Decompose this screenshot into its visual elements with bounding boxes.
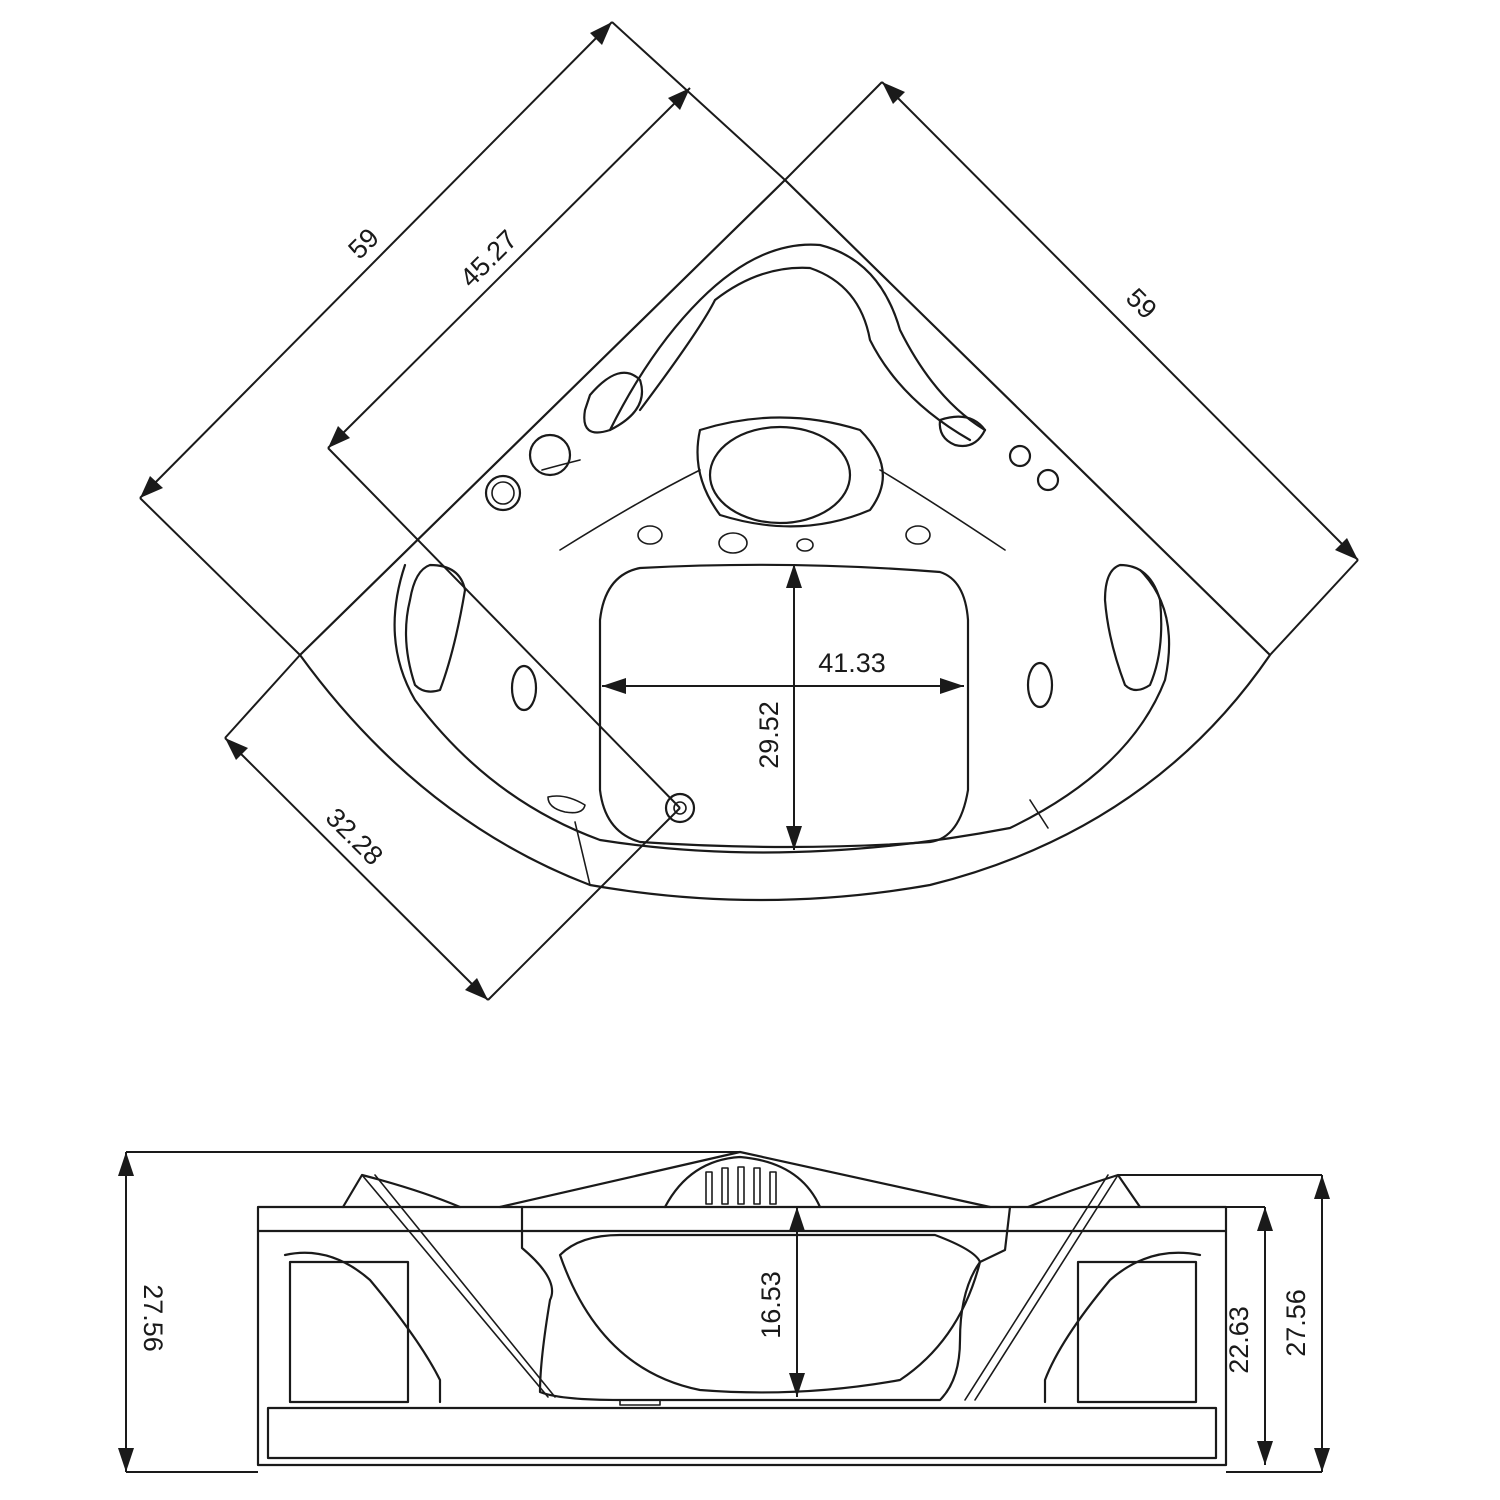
ridge-right: [879, 469, 1006, 551]
label-right-overall: 59: [1120, 282, 1162, 324]
drain-inner-icon: [673, 801, 687, 815]
skirt-curve-right: [1043, 1251, 1202, 1404]
jet-back-2-icon: [718, 532, 748, 554]
label-skirt-height: 22.63: [1224, 1306, 1254, 1374]
overflow-knob-inner-icon: [491, 481, 515, 505]
headrest-outline: [608, 243, 987, 432]
label-left-inner: 45.27: [454, 224, 523, 293]
faucet-valve-icon: [528, 433, 572, 477]
pillow-right: [938, 415, 987, 448]
dim-height-left: 27.56: [118, 1151, 740, 1473]
deck-slab: [256, 1205, 1228, 1233]
basin-footwell: [598, 563, 970, 849]
dim-left-inner: 45.27: [327, 87, 691, 809]
jet-right-icon: [1026, 661, 1054, 709]
control-button-2-icon: [1036, 468, 1060, 492]
headrest-bump: [663, 1155, 822, 1209]
jet-back-3-icon: [796, 538, 814, 552]
armrest-left: [404, 563, 467, 693]
jet-back-4-icon: [905, 525, 931, 545]
label-water-depth: 16.53: [756, 1271, 786, 1339]
jet-left-icon: [510, 664, 538, 712]
tub-bowl: [558, 1233, 982, 1394]
support-right: [964, 1174, 1119, 1401]
pillow-peak-left: [341, 1173, 462, 1209]
dim-height-right: 27.56: [1118, 1174, 1330, 1473]
dim-right-overall: 59: [784, 81, 1359, 656]
dim-front: 32.28: [224, 654, 681, 1001]
skirt-outline: [256, 1229, 1228, 1467]
drain-fitting-icon: [619, 1399, 661, 1406]
base-plinth: [266, 1406, 1218, 1460]
tub-inner-rim: [393, 563, 1171, 854]
backrest-hole: [708, 425, 852, 525]
label-basin-width: 41.33: [818, 648, 886, 678]
top-view: 59 45.27 59 32.28: [139, 21, 1359, 1001]
ridge-left: [559, 469, 701, 551]
pillow-peak-right: [1026, 1173, 1142, 1209]
dim-basin-width: 41.33: [602, 648, 964, 694]
dim-water-depth: 16.53: [756, 1207, 805, 1397]
dim-left-overall: 59: [139, 21, 786, 656]
headrest-mound: [498, 1150, 992, 1209]
jet-back-1-icon: [637, 525, 663, 545]
label-front: 32.28: [320, 802, 389, 871]
skirt-curve-left: [283, 1251, 442, 1404]
faucet-handle-icon: [541, 459, 581, 471]
pop-up-switch-icon: [547, 795, 586, 814]
overflow-knob-icon: [484, 474, 522, 512]
armrest-right: [1103, 563, 1163, 692]
side-view: 27.56 27.56 22.63 16.53: [118, 1150, 1330, 1473]
label-height-left: 27.56: [138, 1284, 168, 1352]
tub-shell: [520, 1205, 1012, 1402]
headrest-inner: [638, 266, 972, 442]
headrest-slots: [705, 1166, 777, 1205]
control-button-1-icon: [1008, 444, 1032, 468]
label-height-right: 27.56: [1281, 1289, 1311, 1357]
dim-basin-depth: 29.52: [754, 564, 802, 850]
tub-inner-lip: [574, 799, 1049, 886]
backrest-recess: [696, 416, 884, 528]
support-left: [361, 1174, 556, 1398]
skirt-cutout-right: [1076, 1260, 1198, 1404]
label-basin-depth: 29.52: [754, 701, 784, 769]
skirt-cutout-left: [288, 1260, 410, 1404]
dim-skirt-height: 22.63: [1224, 1206, 1273, 1465]
pillow-left: [583, 371, 644, 434]
drain-icon: [664, 792, 696, 824]
tub-outer-rim: [298, 178, 1272, 902]
